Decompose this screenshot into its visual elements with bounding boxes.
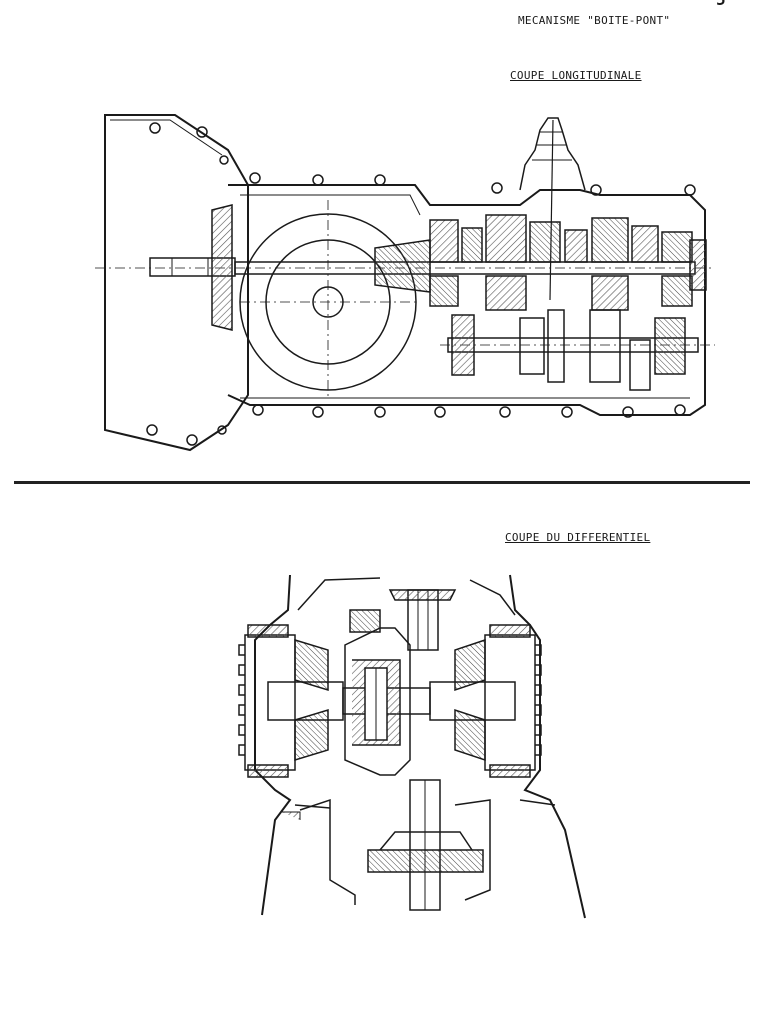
top-pinion — [388, 589, 457, 651]
left-output-flange — [238, 624, 296, 778]
gear-lever-boot — [519, 117, 586, 301]
caption-differential-section: COUPE DU DIFFERENTIEL — [505, 531, 651, 544]
differential-case — [344, 609, 411, 776]
section-divider — [14, 481, 750, 484]
primary-shaft-gears — [429, 214, 693, 311]
casing-bolts-top — [149, 122, 696, 196]
pinion-cone — [374, 239, 431, 293]
caption-longitudinal-section: COUPE LONGITUDINALE — [510, 69, 642, 82]
right-output-flange — [484, 624, 542, 778]
casing-bolts-bottom — [146, 404, 686, 446]
differential-section-drawing — [238, 574, 586, 919]
clutch-release-assembly — [211, 204, 233, 331]
page-number-mark: 5 — [716, 0, 726, 9]
longitudinal-section-drawing — [95, 114, 715, 452]
document-title: MECANISME "BOITE-PONT" — [518, 14, 671, 27]
bell-housing — [104, 114, 249, 452]
lower-drive-gear — [367, 779, 484, 911]
secondary-shaft — [447, 309, 699, 391]
differential-bearings — [294, 638, 486, 762]
